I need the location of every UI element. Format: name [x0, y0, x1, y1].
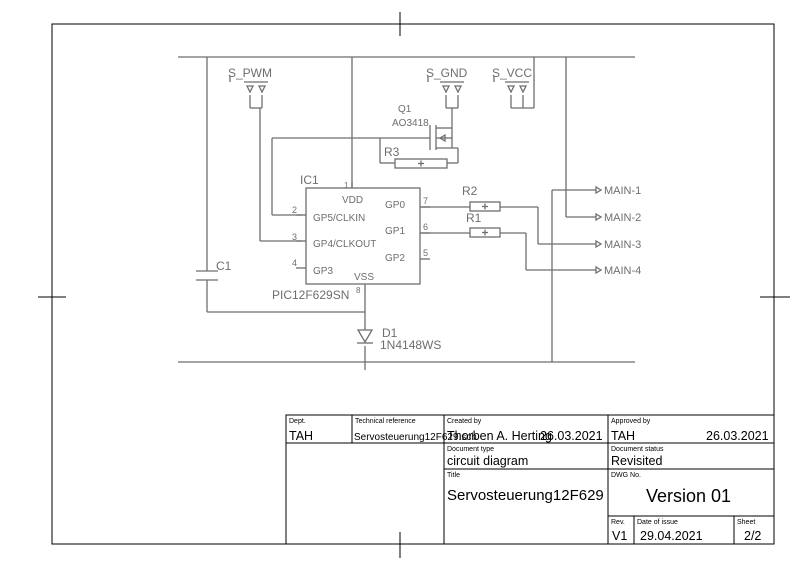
pin-number-8: 8: [356, 286, 361, 295]
pin-gp1: GP1: [385, 226, 405, 237]
label-r1: R1: [466, 211, 482, 225]
pin-gp3: GP3: [313, 266, 333, 277]
value-approved-by: TAH: [611, 429, 635, 443]
resistor-r1: R1: [466, 211, 501, 238]
value-doc-type: circuit diagram: [447, 454, 528, 468]
wires: [178, 56, 635, 370]
resistor-r3: R3: [384, 145, 448, 169]
pin-gp2: GP2: [385, 253, 405, 264]
label-d1-name: D1: [382, 326, 398, 340]
pin-number-1: 1: [344, 181, 349, 190]
connector-main-1: MAIN-1: [595, 185, 641, 197]
value-dept: TAH: [289, 429, 313, 443]
pin-number-5: 5: [423, 248, 428, 258]
label-q1-value: AO3418: [392, 118, 429, 129]
label-rev: Rev.: [611, 519, 625, 526]
pin-number-2: 2: [292, 205, 297, 215]
connector-main-3: MAIN-3: [595, 239, 641, 251]
label-q1-name: Q1: [398, 104, 412, 115]
pin-vss: VSS: [354, 272, 374, 283]
label-s-vcc: S_VCC: [492, 66, 532, 80]
pin-number-4: 4: [292, 258, 297, 268]
connector-main-4: MAIN-4: [595, 265, 641, 277]
value-approved-date: 26.03.2021: [706, 429, 769, 443]
capacitor-c1: C1: [196, 259, 232, 284]
value-rev: V1: [612, 529, 627, 543]
value-sheet: 2/2: [744, 529, 761, 543]
value-created-date: 26.03.2021: [540, 429, 603, 443]
supply-s-gnd: S_GND: [426, 66, 468, 94]
label-tech-ref: Technical reference: [355, 418, 416, 425]
pin-gp5: GP5/CLKIN: [313, 213, 365, 224]
label-title: Title: [447, 472, 460, 479]
transistor-q1: Q1 AO3418: [392, 104, 458, 150]
label-s-pwm: S_PWM: [228, 66, 272, 80]
label-ic-name: IC1: [300, 173, 319, 187]
connector-main-2: MAIN-2: [595, 212, 641, 224]
pin-number-3: 3: [292, 232, 297, 242]
label-r3: R3: [384, 145, 400, 159]
label-main-1: MAIN-1: [604, 185, 641, 197]
supply-s-vcc: S_VCC: [492, 66, 532, 94]
pin-gp4: GP4/CLKOUT: [313, 239, 376, 250]
value-title: Servosteuerung12F629: [447, 487, 604, 504]
label-sheet: Sheet: [737, 519, 755, 526]
value-date-of-issue: 29.04.2021: [640, 529, 703, 543]
value-tech-ref: Servosteuerung12F629.sch: [354, 432, 477, 443]
label-approved-by: Approved by: [611, 418, 651, 425]
pin-number-7: 7: [423, 196, 428, 206]
label-c1: C1: [216, 259, 232, 273]
pin-number-6: 6: [423, 222, 428, 232]
supply-s-pwm: S_PWM: [228, 66, 272, 94]
value-dwg: Version 01: [646, 486, 731, 506]
label-main-4: MAIN-4: [604, 265, 641, 277]
label-main-3: MAIN-3: [604, 239, 641, 251]
label-doc-status: Document status: [611, 446, 664, 453]
label-doc-type: Document type: [447, 446, 494, 453]
ic-pic12f629: VDD GP5/CLKIN GP4/CLKOUT GP3 VSS GP0 GP1…: [272, 173, 430, 302]
label-ic-value: PIC12F629SN: [272, 288, 349, 302]
title-block: Dept. TAH Technical reference Servosteue…: [285, 414, 775, 545]
pin-gp0: GP0: [385, 200, 405, 211]
resistor-r2: R2: [462, 184, 501, 212]
label-s-gnd: S_GND: [426, 66, 468, 80]
label-created-by: Created by: [447, 418, 482, 425]
drawing-frame: [38, 12, 790, 558]
label-r2: R2: [462, 184, 478, 198]
value-doc-status: Revisited: [611, 454, 662, 468]
pin-vdd: VDD: [342, 195, 363, 206]
label-date-of-issue: Date of issue: [637, 519, 678, 526]
label-dept: Dept.: [289, 418, 306, 425]
label-dwg: DWG No.: [611, 472, 641, 479]
label-main-2: MAIN-2: [604, 212, 641, 224]
value-created-by: Thorben A. Herting: [447, 429, 552, 443]
diode-d1: D1 1N4148WS: [356, 326, 441, 352]
label-d1-value: 1N4148WS: [380, 338, 441, 352]
